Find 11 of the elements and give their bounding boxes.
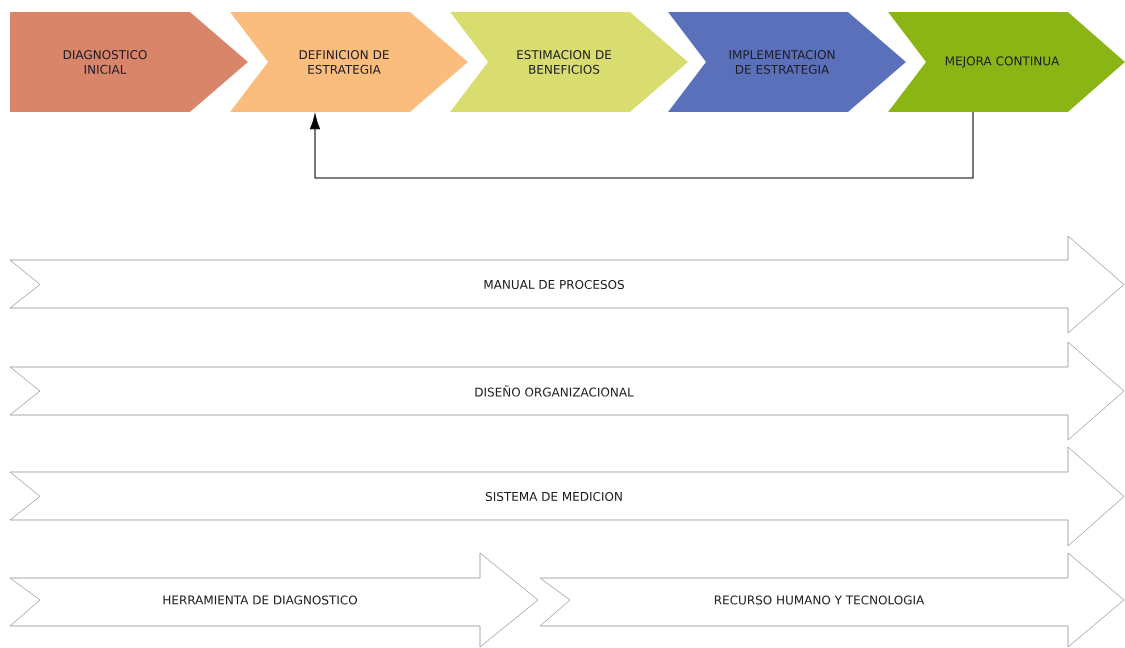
chevron-step: DEFINICION DE ESTRATEGIA <box>230 12 468 112</box>
chevron-step: ESTIMACION DE BENEFICIOS <box>450 12 688 112</box>
chevron-step: DIAGNOSTICO INICIAL <box>10 12 248 112</box>
chevron-step: MEJORA CONTINUA <box>888 12 1125 112</box>
arrow-band: HERRAMIENTA DE DIAGNOSTICO <box>9 552 539 648</box>
chevron-step: IMPLEMENTACION DE ESTRATEGIA <box>668 12 906 112</box>
arrow-band: SISTEMA DE MEDICION <box>9 446 1125 547</box>
arrow-band: MANUAL DE PROCESOS <box>9 235 1125 334</box>
arrow-band: RECURSO HUMANO Y TECNOLOGIA <box>539 552 1125 648</box>
arrow <box>310 111 974 179</box>
arrow-band: DISEÑO ORGANIZACIONAL <box>9 341 1125 441</box>
